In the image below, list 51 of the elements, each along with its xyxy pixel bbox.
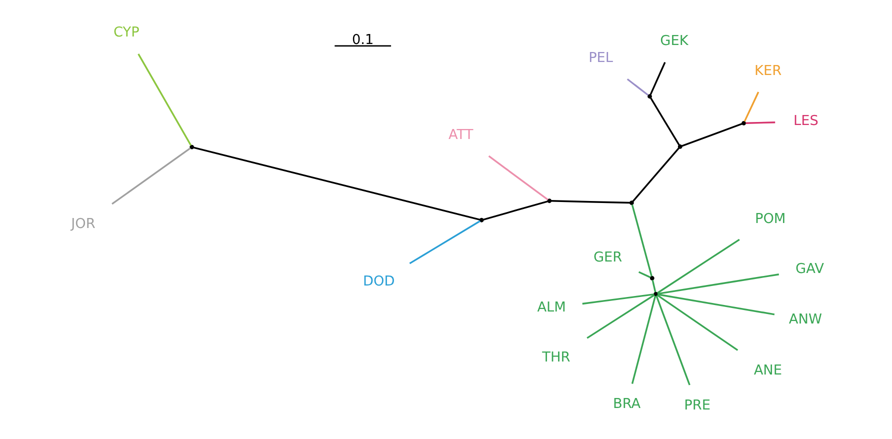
connector: [745, 122, 775, 124]
connector: [482, 200, 548, 220]
connector: [743, 92, 759, 122]
node-text: BRA: [612, 396, 640, 412]
connector: [586, 294, 654, 339]
node-text: POM: [754, 210, 786, 227]
node-text: ANW: [788, 311, 822, 328]
node-point: [647, 94, 652, 99]
node-point: [677, 144, 682, 149]
connector: [626, 78, 648, 96]
connector: [649, 62, 666, 95]
node-text: GAV: [795, 260, 824, 277]
connector: [632, 148, 679, 202]
node-text: GEK: [660, 33, 688, 50]
connector: [656, 294, 738, 351]
connector: [193, 146, 480, 221]
connector: [137, 53, 192, 146]
node-text: GER: [592, 249, 622, 266]
connector: [650, 98, 680, 146]
connector: [680, 123, 742, 147]
node-point: [653, 292, 658, 296]
node-point: [546, 198, 552, 204]
connector: [630, 204, 652, 276]
node-text: THR: [542, 349, 570, 366]
connector: [656, 238, 740, 294]
node-text: KER: [754, 63, 782, 80]
node-point: [478, 218, 484, 222]
node-text: ATT: [448, 126, 473, 143]
node-point: [741, 120, 746, 126]
node-text: JOR: [70, 216, 95, 232]
connector: [651, 280, 656, 292]
node-text: PRE: [684, 397, 710, 414]
connector: [656, 274, 779, 295]
connector: [655, 295, 690, 386]
node-point: [628, 200, 634, 206]
connector: [111, 147, 190, 205]
node-text: PEL: [588, 50, 613, 66]
node-point: [649, 276, 654, 280]
node-text: ALM: [536, 299, 566, 316]
connector: [656, 294, 774, 316]
node-point: [189, 144, 194, 150]
node-text: LES: [793, 113, 818, 130]
connector: [582, 293, 654, 305]
connector: [408, 220, 480, 264]
node-text: ANE: [753, 362, 782, 379]
node-text: DOD: [362, 274, 394, 290]
connector: [550, 200, 630, 204]
connector: [638, 271, 650, 278]
connector: [488, 155, 548, 200]
connector: [630, 296, 656, 384]
node-text: CYP: [113, 24, 139, 41]
